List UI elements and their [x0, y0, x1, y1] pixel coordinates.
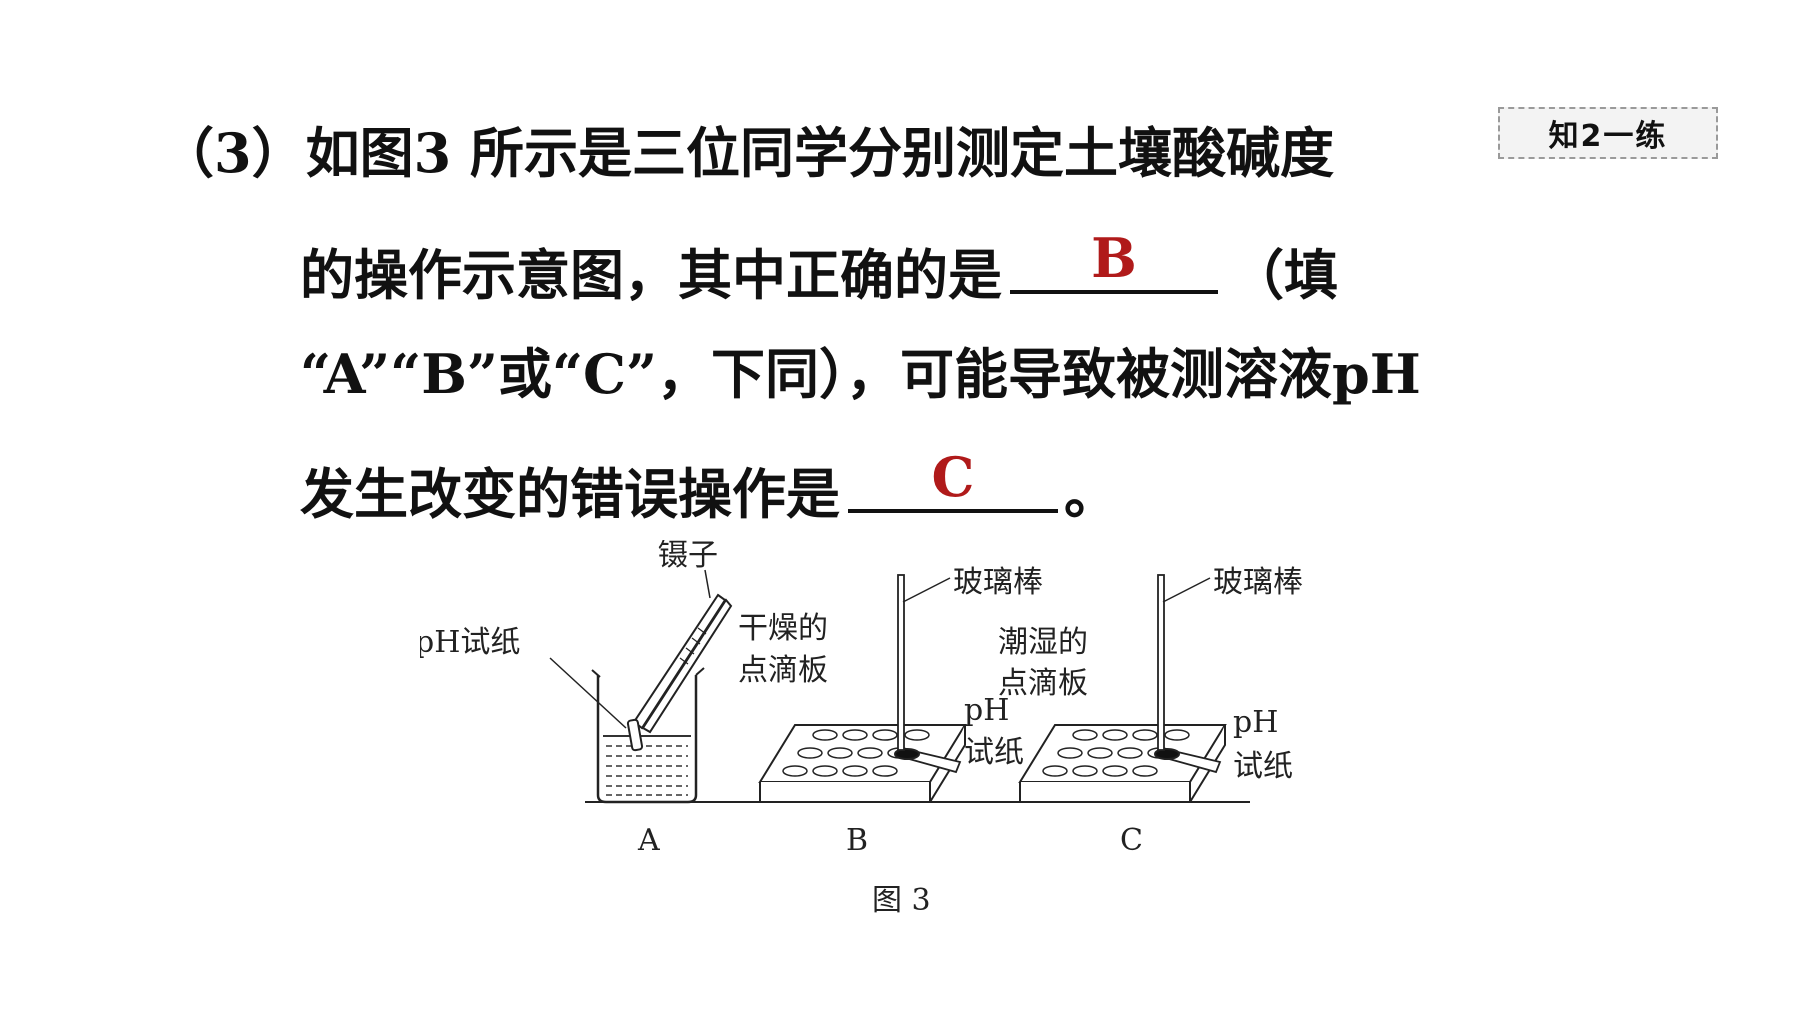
figure-caption: 图 3: [872, 883, 931, 918]
figure-3: 镊子 pH试纸 干燥的 点滴板 玻璃棒 pH 试纸 潮湿的 点滴板 玻璃棒 pH…: [420, 540, 1303, 918]
label-glass-rod-c: 玻璃棒: [1213, 565, 1303, 600]
answer-2: C: [931, 445, 975, 509]
glass-rod-b-pointer: [902, 577, 951, 603]
label-spot-plate-c: 点滴板: [998, 666, 1088, 701]
label-dry: 干燥的: [738, 611, 828, 646]
label-spot-plate-b: 点滴板: [738, 653, 828, 688]
question-line-4-tail: 。: [1064, 462, 1118, 526]
answer-blank-1: B: [1010, 226, 1218, 294]
answer-1: B: [1091, 226, 1137, 290]
question-line-4-text: 发生改变的错误操作是: [300, 462, 840, 526]
label-a: A: [637, 823, 660, 858]
question-line-2-tail: （填: [1230, 243, 1338, 307]
label-c: C: [1120, 823, 1143, 858]
question-line-2-text: 的操作示意图，其中正确的是: [300, 243, 1002, 307]
label-ph-c: pH: [1233, 705, 1278, 740]
question-line-2: 的操作示意图，其中正确的是 B （填: [300, 226, 1338, 307]
spot-plate-c: [1018, 574, 1227, 803]
practice-badge: 知2一练: [1498, 107, 1718, 159]
label-tweezers: 镊子: [658, 540, 718, 573]
question-line-1: （3）如图3 所示是三位同学分别测定土壤酸碱度: [160, 121, 1334, 185]
label-glass-rod-b: 玻璃棒: [953, 565, 1043, 600]
beaker: [591, 667, 705, 804]
spot-plate-b: [758, 574, 967, 803]
tweezers-icon: [626, 593, 733, 752]
glass-rod-c-pointer: [1162, 577, 1211, 603]
label-paper-c: 试纸: [1233, 749, 1293, 784]
label-wet: 潮湿的: [998, 625, 1088, 660]
ph-paper-a-pointer: [549, 657, 627, 729]
question-line-3: “A”“B”或“C”，下同），可能导致被测溶液pH: [300, 342, 1421, 406]
tweezers-pointer: [704, 569, 711, 599]
answer-blank-2: C: [848, 445, 1058, 513]
question-line-4: 发生改变的错误操作是 C 。: [300, 445, 1118, 526]
label-b: B: [846, 823, 868, 858]
label-ph-paper-a: pH试纸: [420, 625, 520, 660]
label-paper-b: 试纸: [964, 735, 1024, 770]
label-ph-b: pH: [964, 693, 1009, 728]
